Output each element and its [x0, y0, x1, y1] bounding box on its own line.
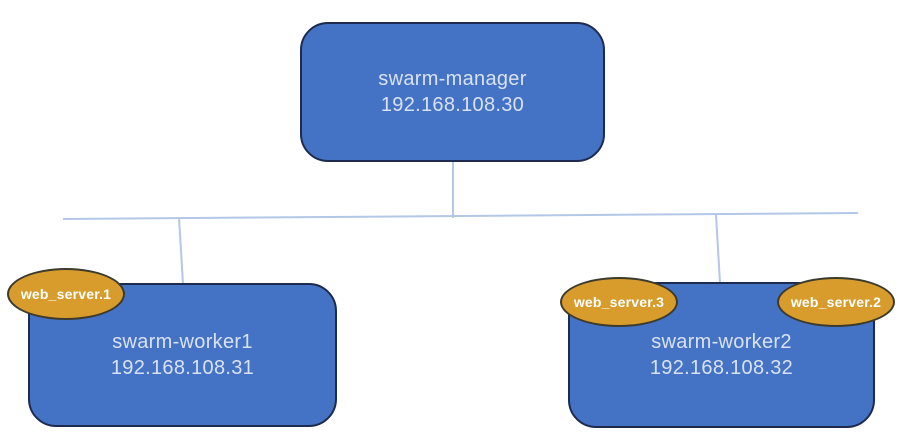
node-ip-label: 192.168.108.32 — [649, 357, 794, 379]
service-label: web_server.3 — [573, 294, 665, 310]
service-badge-web-server-2: web_server.2 — [777, 277, 895, 327]
node-swarm-manager: swarm-manager 192.168.108.30 — [300, 22, 605, 162]
connector-worker2-drop — [715, 214, 721, 284]
service-badge-web-server-3: web_server.3 — [560, 277, 678, 327]
connector-worker1-drop — [178, 217, 184, 285]
node-name-label: swarm-worker1 — [112, 331, 253, 353]
node-name-label: swarm-manager — [378, 68, 527, 90]
node-ip-label: 192.168.108.30 — [380, 94, 525, 116]
node-name-label: swarm-worker2 — [651, 331, 792, 353]
connector-horizontal-bus — [62, 212, 859, 220]
service-badge-web-server-1: web_server.1 — [7, 268, 125, 320]
service-label: web_server.2 — [790, 294, 882, 310]
node-ip-label: 192.168.108.31 — [110, 357, 255, 379]
service-label: web_server.1 — [20, 286, 112, 302]
